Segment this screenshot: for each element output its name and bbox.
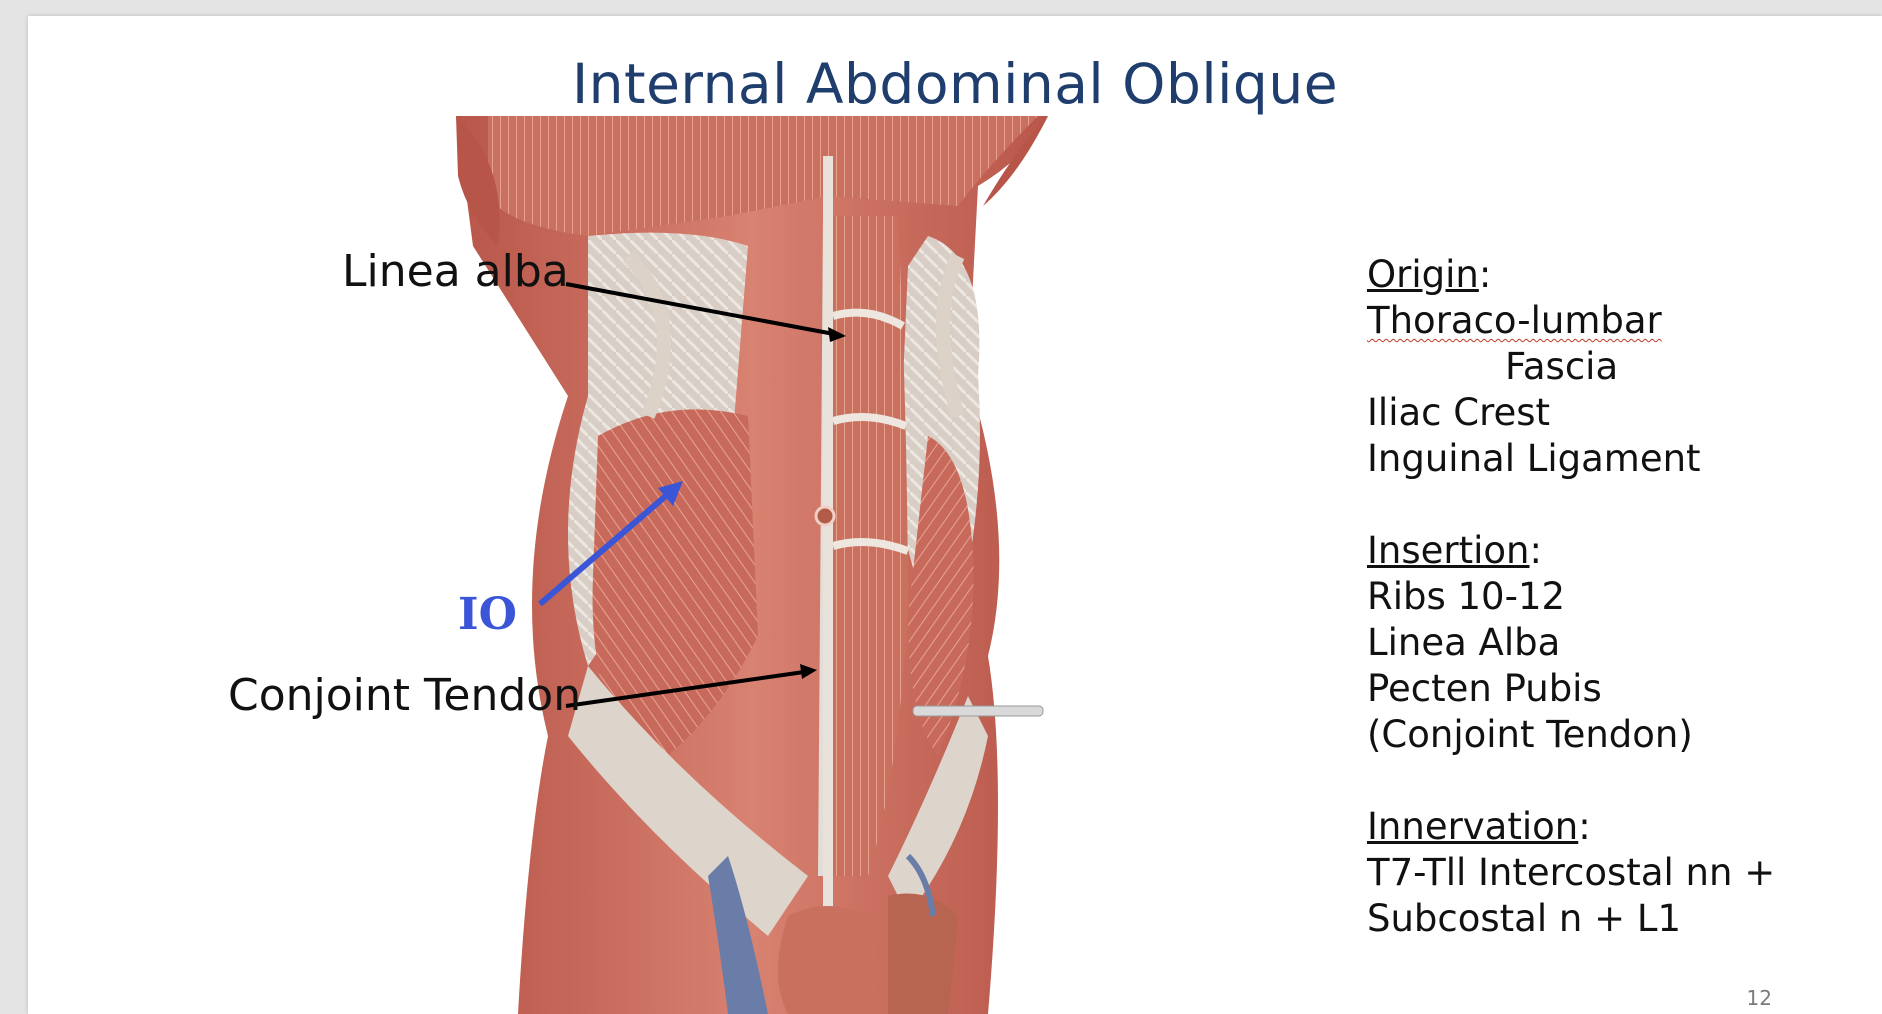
insertion-line: Linea Alba	[1367, 621, 1561, 664]
insertion-line: Ribs 10-12	[1367, 575, 1566, 618]
innervation-line: Subcostal n + L1	[1367, 897, 1682, 940]
io-arrow	[538, 481, 683, 607]
origin-line: Fascia	[1505, 345, 1619, 388]
linea-alba-arrow	[565, 282, 846, 342]
insertion-line: Pecten Pubis	[1367, 667, 1602, 710]
origin-heading: Origin:	[1367, 253, 1492, 296]
conjoint-tendon-label: Conjoint Tendon	[228, 670, 582, 721]
insertion-line: (Conjoint Tendon)	[1367, 713, 1693, 756]
slide-title: Internal Abdominal Oblique	[571, 52, 1339, 116]
origin-line: Inguinal Ligament	[1367, 437, 1701, 480]
insertion-heading: Insertion:	[1367, 529, 1542, 572]
muscle-info-panel: Origin: Thoraco-lumbar Fascia Iliac Cres…	[1367, 252, 1775, 942]
origin-line: Thoraco-lumbar	[1367, 299, 1662, 342]
origin-line: Iliac Crest	[1367, 391, 1551, 434]
linea-alba-label: Linea alba	[342, 246, 569, 297]
anatomy-illustration	[456, 116, 1048, 1014]
conjoint-tendon-arrow	[565, 664, 817, 708]
innervation-line: T7-Tll Intercostal nn +	[1367, 851, 1776, 894]
io-label: IO	[458, 589, 517, 640]
innervation-heading: Innervation:	[1367, 805, 1591, 848]
slide: Internal Abdominal Oblique	[28, 16, 1882, 1014]
page-number: 12	[1746, 986, 1772, 1010]
